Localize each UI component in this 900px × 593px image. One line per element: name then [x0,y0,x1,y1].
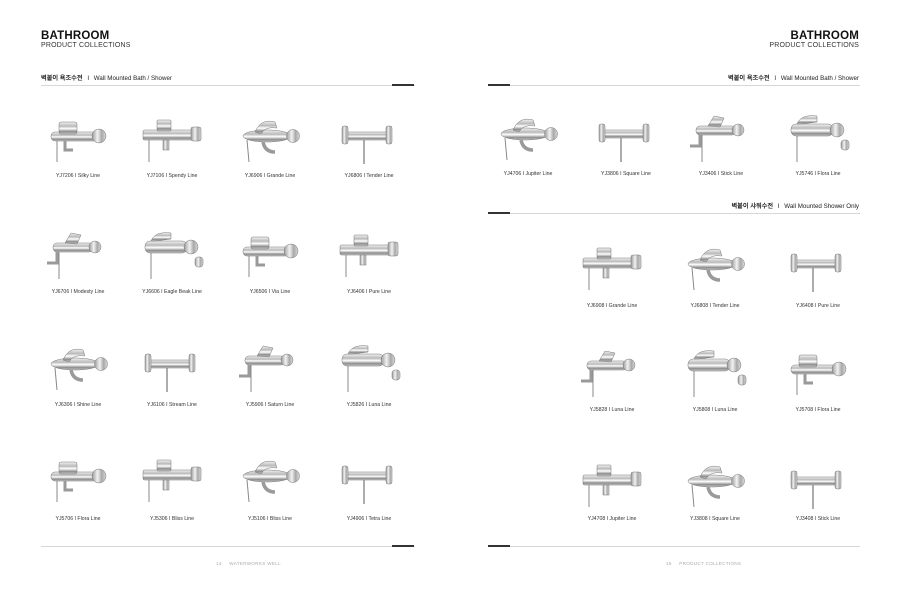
product-caption: YJ5746 I Flora Line [795,171,841,177]
product-caption: YJ7206 I Silky Line [55,173,101,179]
product-caption: YJ6706 I Modesty Line [51,289,105,295]
product-caption: YJ3808 I Square Line [690,516,740,522]
right-section1-english: Wall Mounted Bath / Shower [780,75,859,82]
faucet-image [686,110,756,165]
left-footer-accent [392,545,414,547]
product-caption: YJ4706 I Jupiter Line [503,171,553,177]
right-section1-accent [488,84,510,86]
faucet-image [783,110,853,165]
product-caption: YJ6408 I Pure Line [795,303,841,309]
faucet-image [577,345,647,400]
product-caption: YJ6306 I Shine Line [54,402,102,408]
faucet-image [137,340,207,395]
left-section-korean: 벽붙이 욕조수전 [41,75,83,82]
faucet-image [137,112,207,167]
left-page-title: BATHROOM [41,30,110,42]
right-section1-separator: I [774,75,777,82]
faucet-image [235,227,305,282]
product-caption: YJ5106 I Bliss Line [247,516,293,522]
product-caption: YJ6406 I Pure Line [346,289,392,295]
product-caption: YJ5706 I Flora Line [55,516,101,522]
product-caption: YJ6906 I Grande Line [244,173,296,179]
product-caption: YJ5828 I Luna Line [589,407,635,413]
left-section-accent [392,84,414,86]
faucet-image [43,452,113,507]
right-section2-separator: I [777,203,780,210]
product-caption: YJ5906 I Saturn Line [245,402,295,408]
faucet-image [493,110,563,165]
left-footer-text: WATERWORKS WELL [229,561,281,566]
left-section-rule [41,85,415,86]
left-section-english: Wall Mounted Bath / Shower [93,75,172,82]
right-section1-korean: 벽붙이 욕조수전 [728,75,770,82]
faucet-image [43,227,113,282]
faucet-image [783,240,853,295]
product-caption: YJ5808 I Luna Line [692,407,738,413]
product-caption: YJ5826 I Luna Line [346,402,392,408]
faucet-image [43,340,113,395]
product-caption: YJ5708 I Flora Line [795,407,841,413]
product-caption: YJ6908 I Grande Line [586,303,638,309]
left-page-number: 14 [216,561,222,566]
faucet-image [680,457,750,512]
faucet-image [137,227,207,282]
product-caption: YJ4708 I Jupiter Line [587,516,637,522]
left-section-heading: 벽붙이 욕조수전 I Wall Mounted Bath / Shower [41,73,172,82]
left-section-separator: I [87,75,90,82]
right-footer-accent [488,545,510,547]
product-caption: YJ4906 I Tetra Line [346,516,392,522]
right-section2-english: Wall Mounted Shower Only [784,203,859,210]
product-caption: YJ6506 I Via Line [249,289,291,295]
product-caption: YJ6808 I Tender Line [690,303,740,309]
faucet-image [43,112,113,167]
right-section2-accent [488,212,510,214]
product-caption: YJ3806 I Square Line [601,171,651,177]
faucet-image [334,112,404,167]
right-section1-heading: 벽붙이 욕조수전 I Wall Mounted Bath / Shower [728,73,859,82]
right-page-subtitle: PRODUCT COLLECTIONS [769,42,859,49]
left-footer: 14 WATERWORKS WELL [216,561,281,566]
faucet-image [235,452,305,507]
faucet-image [783,457,853,512]
faucet-image [577,240,647,295]
right-footer-text: PRODUCT COLLECTIONS [679,561,742,566]
faucet-image [680,240,750,295]
left-page-subtitle: PRODUCT COLLECTIONS [41,42,131,49]
product-caption: YJ6106 I Stream Line [147,402,197,408]
faucet-image [591,110,661,165]
right-section2-rule [488,213,860,214]
left-footer-rule [41,546,415,547]
faucet-image [235,340,305,395]
faucet-image [235,112,305,167]
product-caption: YJ3408 I Stick Line [795,516,841,522]
right-page-number: 15 [666,561,672,566]
right-footer: 15 PRODUCT COLLECTIONS [666,561,741,566]
product-caption: YJ7106 I Spendy Line [146,173,198,179]
faucet-image [577,457,647,512]
faucet-image [680,345,750,400]
right-section2-korean: 벽붙이 샤워수전 [731,203,774,210]
right-page-title: BATHROOM [790,30,859,42]
product-caption: YJ6606 I Eagle Beak Line [142,289,202,295]
product-caption: YJ5306 I Bliss Line [149,516,195,522]
faucet-image [334,227,404,282]
right-section2-heading: 벽붙이 샤워수전 I Wall Mounted Shower Only [731,201,859,210]
faucet-image [783,345,853,400]
product-caption: YJ3406 I Stick Line [698,171,744,177]
faucet-image [334,452,404,507]
right-section1-rule [488,85,860,86]
faucet-image [334,340,404,395]
faucet-image [137,452,207,507]
right-footer-rule [488,546,860,547]
product-caption: YJ6806 I Tender Line [344,173,394,179]
